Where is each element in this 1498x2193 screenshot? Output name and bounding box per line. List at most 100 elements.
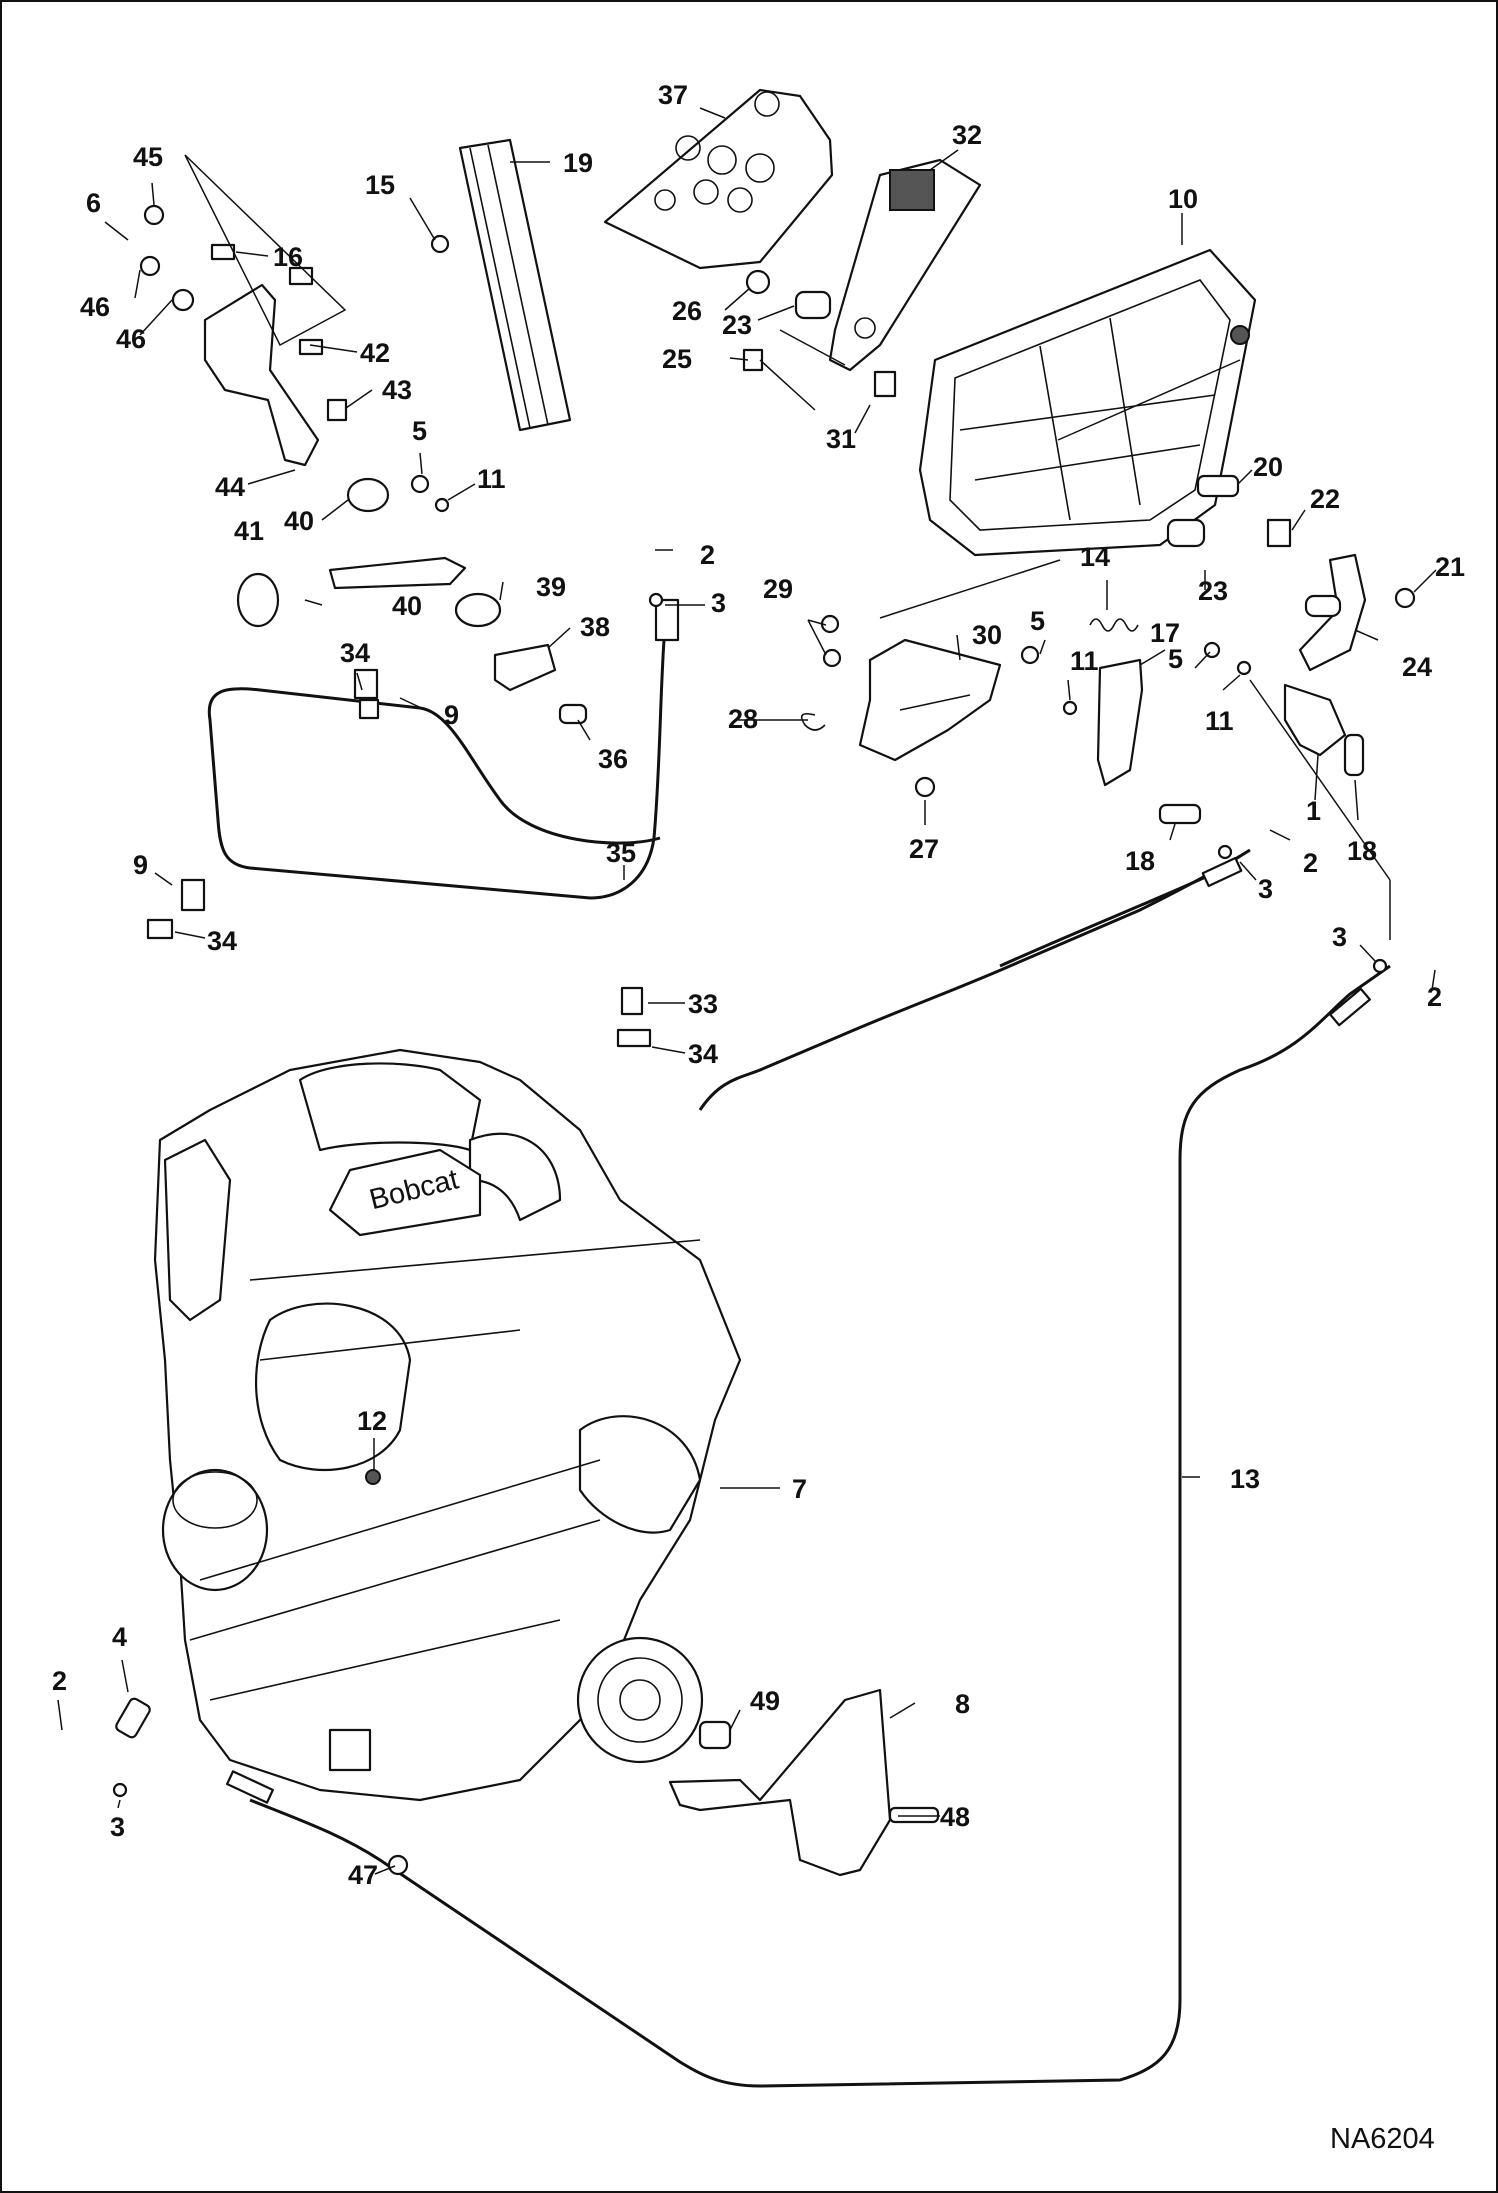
callout-34-left: 34	[207, 926, 237, 956]
cable-upper-run	[999, 872, 1213, 968]
callout-2-upper: 2	[700, 540, 715, 570]
callout-33: 33	[688, 989, 718, 1019]
callout-20: 20	[1253, 452, 1283, 482]
callout-40-lower: 40	[392, 591, 422, 621]
callout-11-right: 11	[1205, 706, 1234, 736]
callout-18-right: 18	[1347, 836, 1377, 866]
part-1-lever	[1283, 683, 1347, 757]
parts: Bobcat	[112, 88, 1416, 1877]
drawing-code: NA6204	[1330, 2123, 1435, 2155]
part-49-spacer	[698, 1720, 732, 1750]
callout-6: 6	[86, 188, 101, 218]
callout-5-mid: 5	[1030, 606, 1045, 636]
callout-25: 25	[662, 344, 692, 374]
part-10-floor-plate	[918, 248, 1257, 557]
callout-11-upper: 11	[477, 464, 506, 494]
callout-41: 41	[234, 516, 264, 546]
callout-14: 14	[1080, 542, 1110, 572]
callout-3-lower: 3	[110, 1812, 125, 1842]
callout-5-upper: 5	[412, 416, 427, 446]
callout-40-upper: 40	[284, 506, 314, 536]
part-48-bolt	[888, 1806, 940, 1824]
callout-17: 17	[1150, 618, 1180, 648]
fasteners	[112, 204, 1416, 1876]
part-18-bolt-left	[1158, 803, 1202, 825]
callout-labels: 37 32 45 19 6 15 16 10 46 46 26 23 42 25…	[52, 80, 1465, 1890]
oil-filter	[161, 1468, 269, 1592]
callout-45: 45	[133, 142, 163, 172]
callout-23-upper: 23	[722, 310, 752, 340]
callout-3-upper: 3	[711, 588, 726, 618]
cable-35	[207, 639, 666, 900]
part-20-bolt	[1196, 474, 1240, 498]
callout-2-right: 2	[1427, 982, 1442, 1012]
callout-29: 29	[763, 574, 793, 604]
callout-27: 27	[909, 834, 939, 864]
callout-43: 43	[382, 375, 412, 405]
callout-49: 49	[750, 1686, 780, 1716]
callout-31: 31	[826, 424, 856, 454]
part-19-bar	[458, 138, 572, 432]
part-22-spacer	[1266, 518, 1292, 548]
part-38-plate	[493, 643, 557, 692]
callout-24: 24	[1402, 652, 1432, 682]
callout-46-upper: 46	[80, 292, 110, 322]
callout-48: 48	[940, 1802, 970, 1832]
part-41-knob	[236, 572, 280, 628]
part-17-lever	[1096, 658, 1144, 787]
callout-36: 36	[598, 744, 628, 774]
callout-2-lower: 2	[52, 1666, 67, 1696]
callout-34-upper: 34	[340, 638, 370, 668]
callout-5-right: 5	[1168, 644, 1183, 674]
callout-30: 30	[972, 620, 1002, 650]
callout-21: 21	[1435, 552, 1465, 582]
cable-fitting-upper	[1201, 856, 1243, 888]
callout-7: 7	[792, 1474, 807, 1504]
part-23-bushing-lower	[1166, 518, 1206, 548]
callout-12: 12	[357, 1406, 387, 1436]
callout-23-lower: 23	[1198, 576, 1228, 606]
callout-32: 32	[952, 120, 982, 150]
engine-assembly: Bobcat	[153, 1048, 742, 1802]
cable-fitting-35	[654, 598, 680, 642]
callout-44: 44	[215, 472, 245, 502]
callout-19: 19	[563, 148, 593, 178]
cable-fitting-lower	[226, 1770, 274, 1804]
part-8-bracket	[668, 1688, 892, 1877]
part-30-bracket	[858, 638, 1002, 762]
callout-3-mid: 3	[1258, 874, 1273, 904]
part-40-disc	[346, 477, 390, 513]
part-39-disc	[454, 592, 502, 628]
part-40-rod	[328, 556, 467, 590]
leader-lines	[57, 107, 1437, 1875]
cable-fitting-right	[1329, 987, 1371, 1027]
part-14-spring	[1089, 618, 1139, 632]
callout-18-left: 18	[1125, 846, 1155, 876]
callout-10: 10	[1168, 184, 1198, 214]
cables	[207, 598, 1391, 2088]
part-32-pedal-arm	[828, 158, 982, 372]
callout-37: 37	[658, 80, 688, 110]
part-18-bolt-right	[1343, 733, 1365, 777]
callout-9-upper: 9	[444, 700, 459, 730]
part-37-pedal-pad	[603, 88, 834, 270]
callout-26: 26	[672, 296, 702, 326]
part-26-washer	[745, 269, 771, 295]
callout-42: 42	[360, 338, 390, 368]
callout-16: 16	[273, 242, 303, 272]
callout-4: 4	[112, 1622, 127, 1652]
part-23-bushing-upper	[794, 290, 832, 320]
callout-9-lower: 9	[133, 850, 148, 880]
part-44-bracket	[203, 283, 320, 467]
callout-11-mid: 11	[1070, 646, 1099, 676]
callout-34-mid: 34	[688, 1039, 718, 1069]
callout-1: 1	[1306, 796, 1321, 826]
callout-15: 15	[365, 170, 395, 200]
cable-13	[249, 964, 1391, 2088]
part-4-fitting	[115, 1697, 151, 1739]
callout-2-mid: 2	[1303, 848, 1318, 878]
callout-39: 39	[536, 572, 566, 602]
callout-8: 8	[955, 1689, 970, 1719]
callout-46-lower: 46	[116, 324, 146, 354]
